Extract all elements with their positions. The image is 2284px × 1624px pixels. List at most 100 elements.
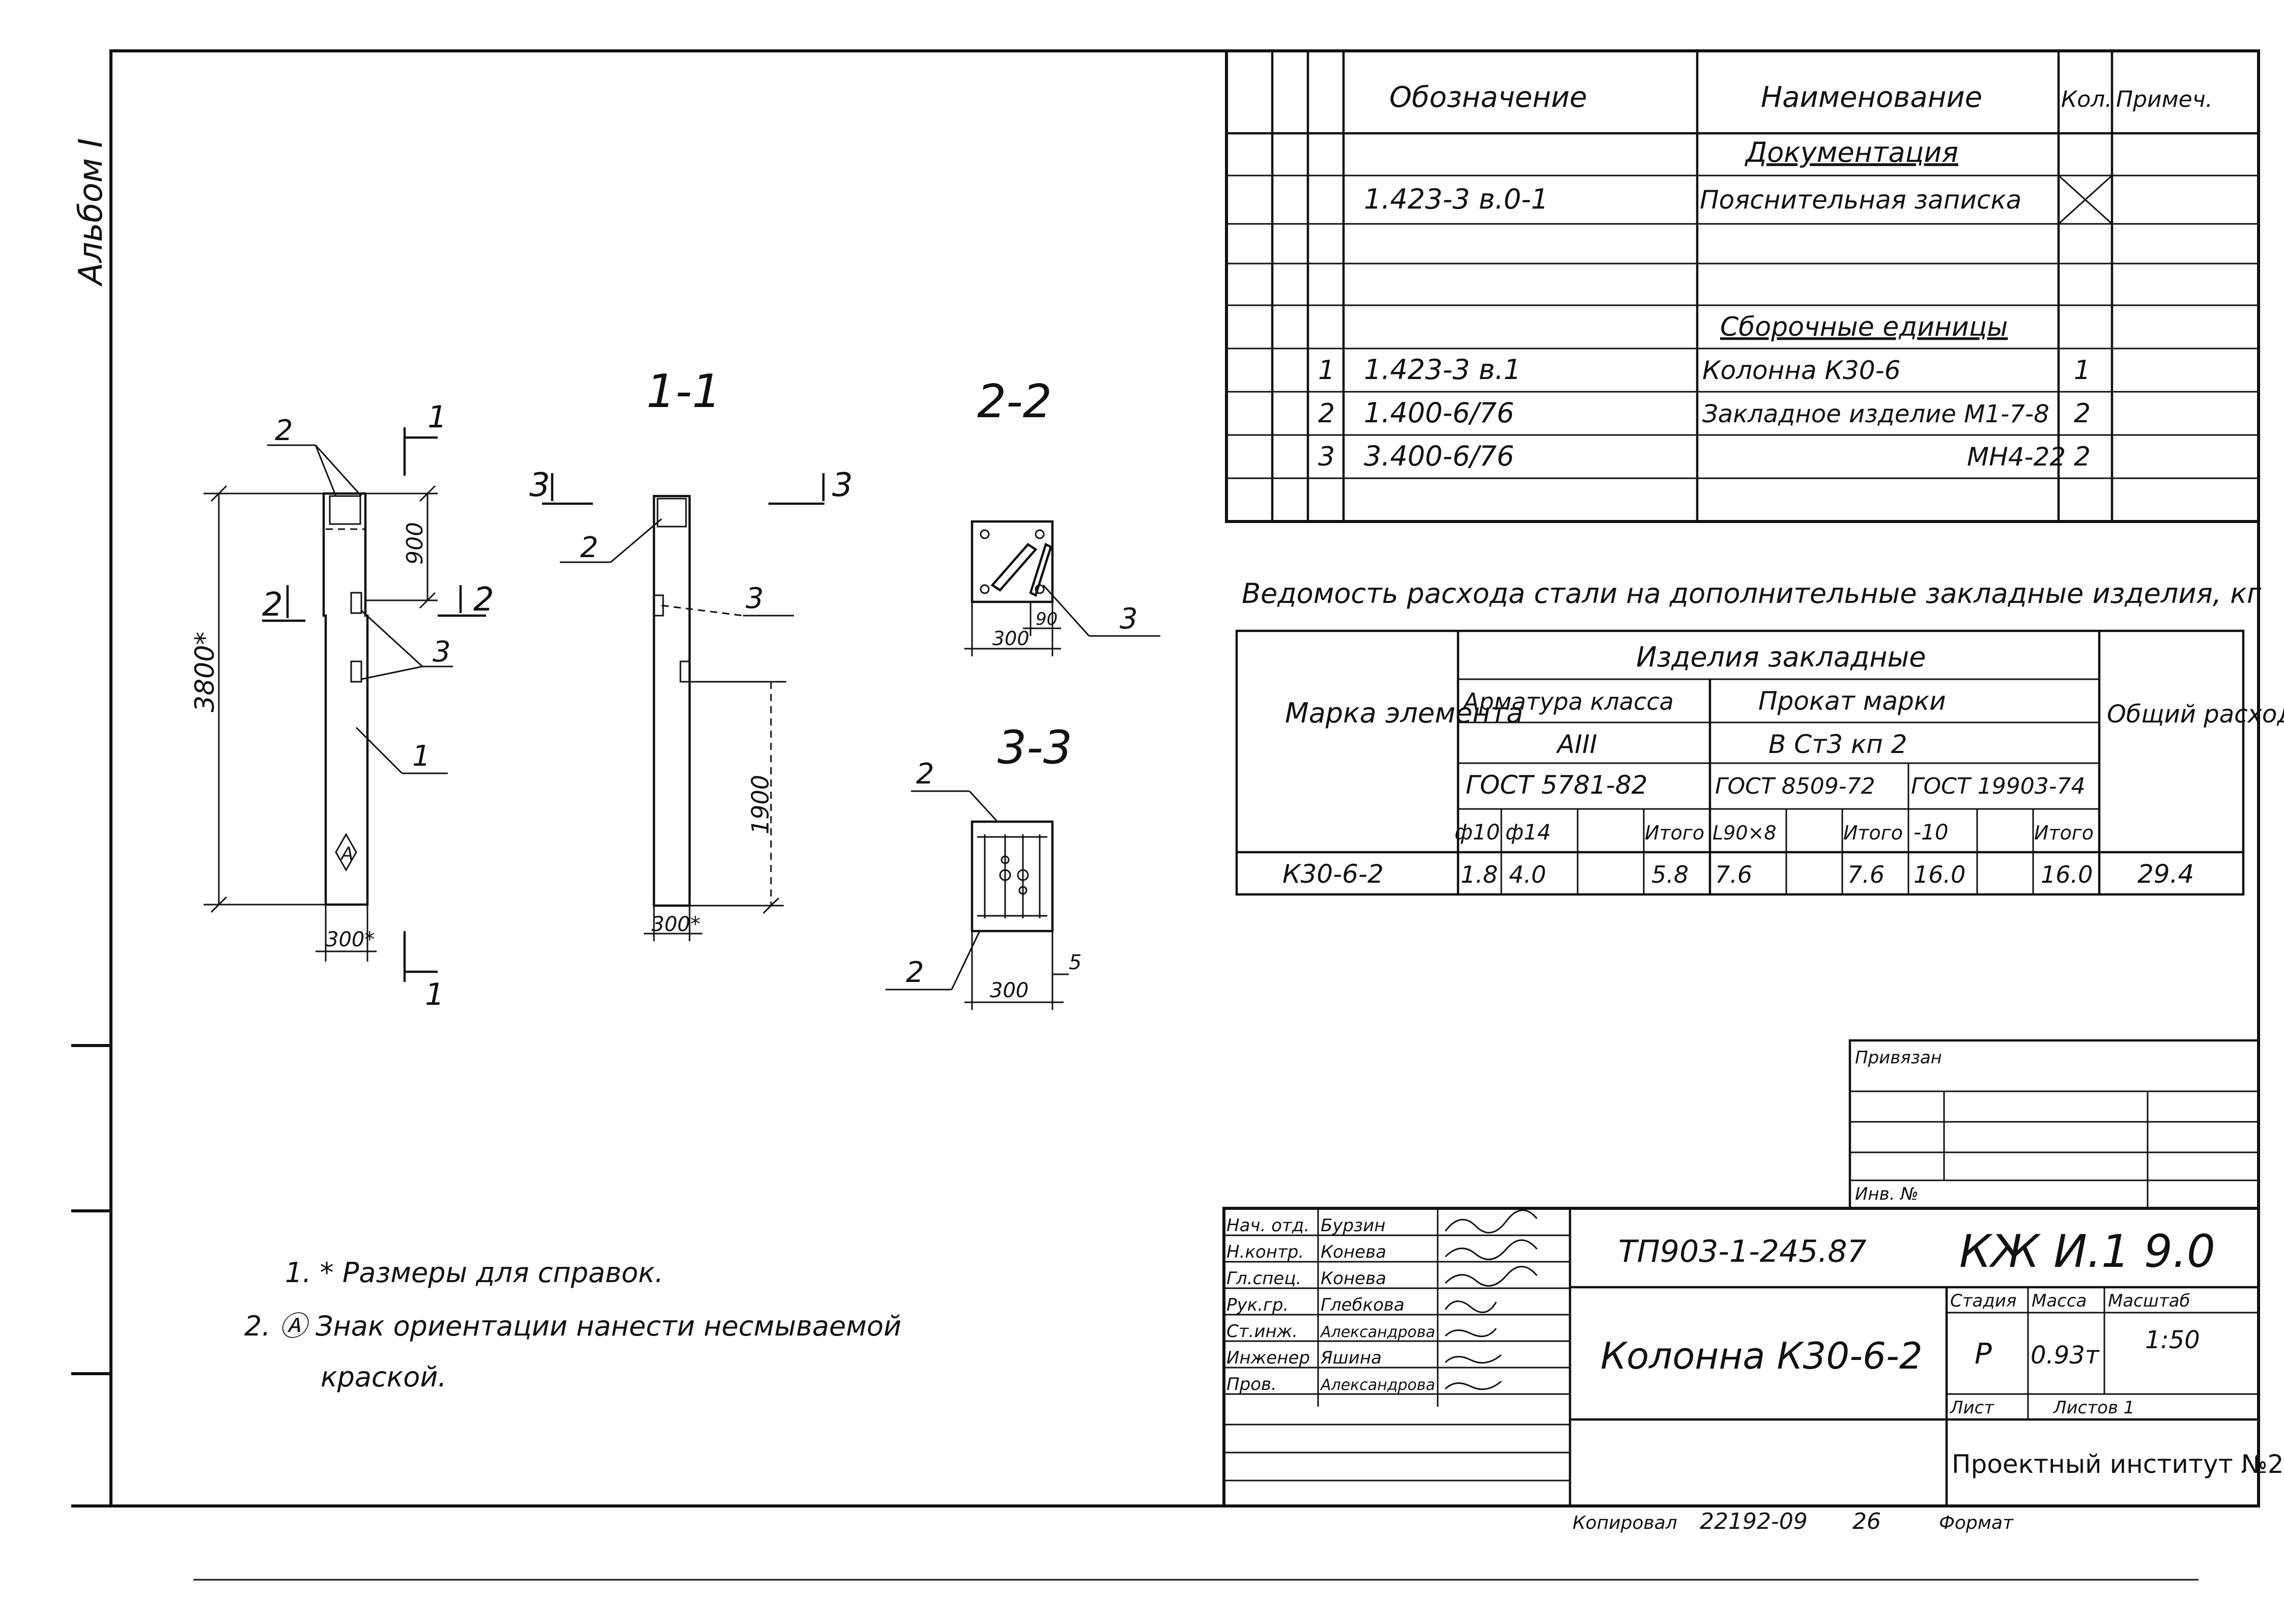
- note-2: 2. Ⓐ Знак ориентации нанести несмываемой: [244, 1310, 901, 1342]
- armature-gost: ГОСТ 5781-82: [1466, 770, 1647, 800]
- footer-number: 22192-09: [1700, 1509, 1808, 1534]
- row3-qty: 2: [2074, 398, 2091, 429]
- dim-300-22: 300: [992, 627, 1030, 650]
- sec11-leader-3: 3: [746, 582, 764, 615]
- sub-angle: L90×8: [1712, 822, 1777, 844]
- col-element-label: Марка элемента: [1285, 697, 1523, 729]
- sig-name-2: Конева: [1321, 1242, 1386, 1262]
- footer-format: Формат: [1939, 1513, 2014, 1533]
- row-element: К30-6-2: [1282, 859, 1384, 889]
- note-1: 1. * Размеры для справок.: [285, 1257, 664, 1289]
- row1-name: Пояснительная записка: [1700, 185, 2021, 215]
- rolled-grade: В Ст3 кп 2: [1768, 730, 1907, 759]
- leader-3-label: 3: [433, 635, 451, 669]
- footer-page: 26: [1852, 1509, 1881, 1534]
- steel-table: Марка элемента Изделия закладные Арматур…: [1235, 629, 2284, 896]
- val-plate: 16.0: [1914, 861, 1965, 888]
- section-documentation: Документация: [1745, 136, 1958, 168]
- section-1-1-title: 1-1: [646, 365, 721, 418]
- sheet-label: Лист: [1949, 1398, 1994, 1418]
- section-2-2: 2-2 3 300 90: [964, 375, 1160, 656]
- row2-designation: 1.423-3 в.1: [1364, 354, 1521, 386]
- val-total: 29.4: [2137, 859, 2194, 889]
- section-3-3: 3-3 2 2 300 5: [886, 721, 1081, 1010]
- header-qty: Кол.: [2061, 86, 2112, 112]
- row4-pos: 3: [1318, 442, 1335, 472]
- sheet-frame: [109, 49, 2260, 1507]
- sig-role-1: Нач. отд.: [1226, 1215, 1309, 1236]
- album-label: Альбом I: [72, 138, 110, 287]
- val-total-rolled1: 7.6: [1847, 861, 1885, 888]
- sig-role-5: Ст.инж.: [1226, 1321, 1298, 1342]
- header-name: Наименование: [1761, 81, 1982, 114]
- row3-pos: 2: [1318, 398, 1335, 429]
- cut-2-left: 2: [262, 586, 283, 624]
- section-3-3-title: 3-3: [997, 721, 1072, 774]
- column-elevation: А 3800* 900 300* 1 1 2 2 2: [190, 399, 494, 1012]
- sheets-label: Листов 1: [2052, 1398, 2134, 1418]
- sub-total-rolled2: Итого: [2034, 822, 2094, 844]
- sig-name-6: Яшина: [1320, 1348, 1382, 1368]
- project-code: ТП903-1-245.87: [1618, 1234, 1867, 1269]
- drawing-title: Колонна К30-6-2: [1601, 1335, 1923, 1377]
- header-note: Примеч.: [2116, 86, 2213, 112]
- specification-table: Обозначение Наименование Кол. Примеч. До…: [1225, 49, 2260, 523]
- sig-role-3: Гл.спец.: [1226, 1268, 1301, 1289]
- row3-name: Закладное изделие М1-7-8: [1702, 400, 2049, 428]
- section-1-1: 1-1 3 3 2 3 1900 300*: [529, 365, 853, 941]
- row3-designation: 1.400-6/76: [1364, 397, 1514, 429]
- row4-name: МН4-22: [1967, 442, 2066, 472]
- row2-name: Колонна К30-6: [1702, 356, 1901, 385]
- sub-f14: ф14: [1505, 820, 1551, 845]
- dim-300-33: 300: [990, 979, 1029, 1002]
- sec33-leader-2-bottom: 2: [906, 956, 924, 989]
- footer-copied: Копировал: [1573, 1513, 1677, 1533]
- sig-name-3: Конева: [1321, 1268, 1386, 1289]
- total-header: Общий расход: [2107, 700, 2284, 729]
- cut-3-left: 3: [529, 467, 550, 504]
- mass-value: 0.93т: [2031, 1341, 2100, 1370]
- armature-class: АIII: [1556, 730, 1597, 759]
- institute-name: Проектный институт №2: [1952, 1449, 2283, 1479]
- leader-1-label: 1: [412, 740, 431, 773]
- privyazan-label: Привязан: [1855, 1048, 1942, 1068]
- sig-name-7: Александрова: [1320, 1376, 1435, 1394]
- rolled-gost-2: ГОСТ 19903-74: [1911, 773, 2086, 799]
- sig-role-7: Пров.: [1226, 1374, 1277, 1395]
- dim-300-section: 300*: [651, 913, 700, 936]
- row4-qty: 2: [2074, 442, 2091, 472]
- sub-plate: -10: [1914, 820, 1949, 845]
- dim-300-column: 300*: [326, 928, 375, 951]
- stage-label: Стадия: [1950, 1291, 2016, 1311]
- dim-90: 90: [1036, 609, 1058, 629]
- val-f14: 4.0: [1509, 861, 1546, 888]
- orientation-mark-label: А: [340, 844, 354, 864]
- cut-1-top: 1: [427, 399, 447, 435]
- steel-table-title: Ведомость расхода стали на дополнительны…: [1242, 577, 2262, 610]
- sig-name-1: Бурзин: [1321, 1215, 1385, 1236]
- dim-5: 5: [1069, 951, 1081, 974]
- privyazan-block: Привязан Инв. №: [1848, 1039, 2260, 1210]
- sig-name-5: Александрова: [1320, 1323, 1435, 1341]
- note-2-cont: краской.: [321, 1361, 447, 1393]
- leader-2-label: 2: [275, 414, 293, 447]
- sub-total-rolled1: Итого: [1843, 822, 1903, 844]
- sub-f10: ф10: [1454, 820, 1500, 845]
- sec22-leader-3: 3: [1120, 602, 1138, 635]
- group-header: Изделия закладные: [1636, 641, 1926, 673]
- sub-total-arm: Итого: [1645, 822, 1704, 844]
- row1-designation: 1.423-3 в.0-1: [1364, 183, 1549, 215]
- cut-1-bottom: 1: [425, 977, 444, 1012]
- row4-designation: 3.400-6/76: [1364, 440, 1514, 472]
- rolled-header: Прокат марки: [1758, 686, 1946, 716]
- row2-pos: 1: [1318, 355, 1335, 386]
- armature-header: Арматура класса: [1462, 688, 1674, 715]
- scale-value: 1:50: [2145, 1326, 2200, 1354]
- header-designation: Обозначение: [1389, 81, 1587, 114]
- dim-height: 3800*: [190, 632, 220, 712]
- dim-900: 900: [402, 522, 428, 565]
- sec33-leader-2-top: 2: [916, 758, 934, 791]
- title-block: Нач. отд. Бурзин Н.контр. Конева Гл.спец…: [1222, 1207, 2283, 1507]
